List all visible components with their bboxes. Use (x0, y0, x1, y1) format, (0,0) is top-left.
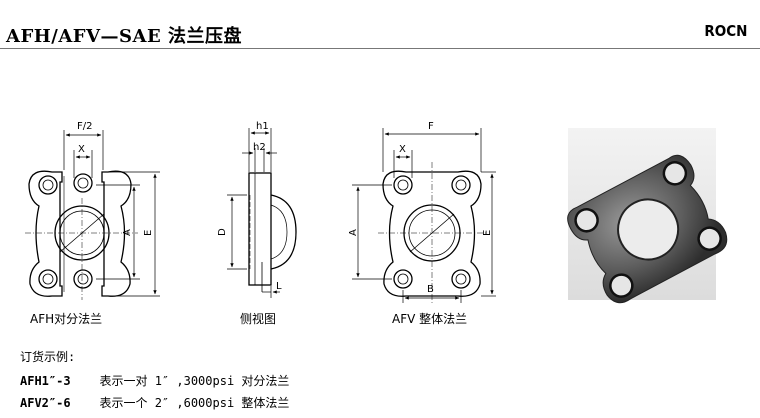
order-desc: 表示一对 1″ ,3000psi 对分法兰 (99, 374, 290, 388)
flange-photo (567, 154, 728, 304)
order-code: AFV2″-6 (20, 396, 71, 410)
afh-dim-x: X (78, 144, 85, 155)
side-dim-h2: h2 (253, 142, 266, 153)
afv-dim-e: E (482, 230, 493, 236)
afv-dim-b: B (427, 284, 434, 295)
side-dimensions (227, 128, 280, 298)
order-code: AFH1″-3 (20, 374, 71, 388)
side-dim-h1: h1 (256, 121, 269, 132)
side-dim-d: D (217, 228, 228, 236)
page-title: AFH/AFV—SAE 法兰压盘 (6, 26, 242, 47)
afv-dim-x: X (399, 144, 406, 155)
side-view (248, 172, 297, 292)
afh-dim-f-half: F/2 (77, 121, 92, 132)
order-desc: 表示一个 2″ ,6000psi 整体法兰 (99, 396, 290, 410)
header-divider (0, 48, 760, 49)
order-example-row: AFH1″-3 表示一对 1″ ,3000psi 对分法兰 (20, 372, 289, 389)
afv-front-view (378, 162, 486, 305)
afh-dim-a: A (122, 229, 133, 236)
brand-logo: ROCN (704, 22, 748, 40)
afh-dim-e: E (143, 230, 154, 236)
side-view-caption: 侧视图 (240, 312, 277, 326)
afv-dim-f: F (428, 121, 434, 132)
afh-caption: AFH对分法兰 (30, 312, 103, 326)
afv-caption: AFV 整体法兰 (392, 312, 468, 326)
order-example-row: AFV2″-6 表示一个 2″ ,6000psi 整体法兰 (20, 394, 289, 411)
afv-dim-a: A (348, 229, 359, 236)
side-dim-l: L (276, 281, 282, 292)
order-example-heading: 订货示例: (20, 350, 76, 364)
afh-dimensions (63, 130, 160, 297)
afv-dimensions (352, 128, 496, 303)
